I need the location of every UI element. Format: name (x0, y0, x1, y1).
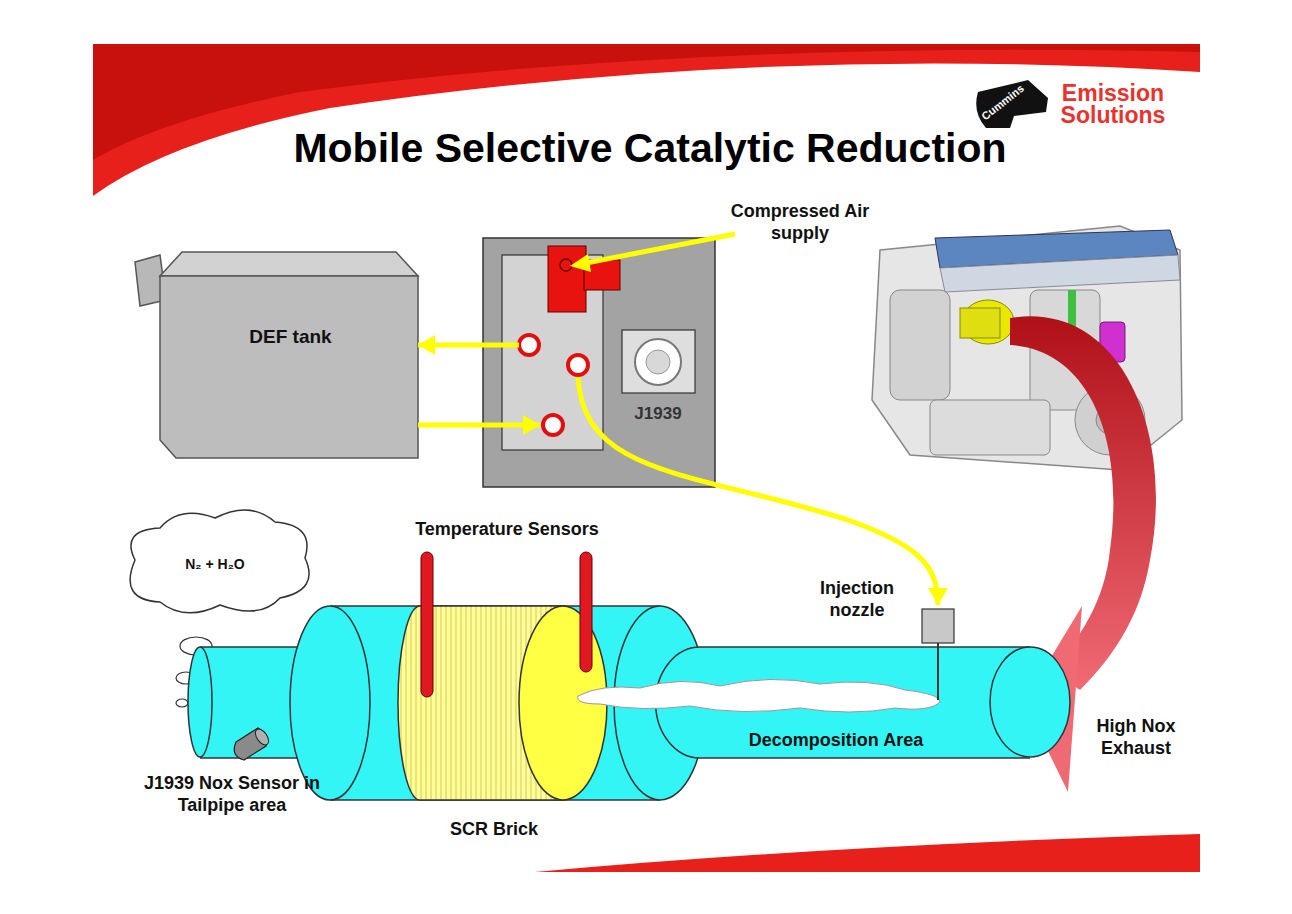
callout-label: Temperature Sensors (376, 519, 638, 541)
flow-arrow (418, 335, 519, 355)
def-tank-label: DEF tank (218, 326, 363, 349)
slide-title: Mobile Selective Catalytic Reduction (150, 124, 1150, 173)
exhaust-canister-part (420, 605, 565, 607)
def-tank: DEF tank (160, 252, 418, 458)
flow-arrow (418, 415, 540, 435)
exhaust-flow-arrow-part (1010, 316, 1156, 690)
footer-band-part (535, 834, 1200, 872)
flow-line (578, 377, 938, 605)
def-tank-shape (135, 252, 418, 458)
dosing-module (483, 238, 715, 487)
injection-nozzle-part (922, 609, 954, 643)
exhaust-canister (188, 606, 1070, 800)
thought-cloud-part (176, 699, 188, 707)
injection-nozzle-part (937, 643, 939, 700)
callout-label: Injection nozzle (804, 578, 910, 621)
exhaust-canister-part (188, 647, 212, 757)
exhaust-canister-part (330, 799, 660, 801)
exhaust-canister-part (420, 799, 565, 801)
dosing-module-part (519, 335, 539, 355)
brand-name: Emission Solutions (1050, 82, 1176, 126)
dosing-module-part (543, 415, 563, 435)
def-tank-shape-part (160, 252, 418, 276)
engine-part (930, 400, 1050, 455)
callout-label: High Nox Exhaust (1084, 716, 1188, 759)
nox-sensor-part (253, 727, 272, 747)
header-band-part (93, 44, 1200, 196)
air-supply-arrow (570, 234, 735, 272)
temperature-sensor-rods (421, 552, 592, 697)
flow-line (418, 423, 540, 428)
arrow-head (523, 415, 540, 435)
arrow-head (928, 588, 948, 605)
callout-label: Compressed Air supply (730, 201, 870, 244)
temperature-sensor-rods-part (421, 552, 433, 697)
def-tank-shape-part (160, 276, 418, 458)
thought-cloud-part (130, 510, 309, 613)
exhaust-canister-part (398, 606, 420, 800)
brand-logo-text: Cummins (975, 79, 1030, 126)
decomposition-pipe: Decomposition Area (655, 647, 1030, 759)
callout-label: J1939 Nox Sensor in Tailpipe area (140, 773, 324, 816)
flow-arrow (578, 377, 948, 605)
exhaust-canister-part (700, 757, 1030, 759)
exhaust-canister-part (990, 647, 1070, 757)
output-cloud: N₂ + H₂O (115, 518, 315, 613)
arrow-head (418, 335, 435, 355)
dosing-module-part (568, 355, 588, 375)
dosing-module-part (622, 330, 695, 393)
dosing-module-part (560, 259, 572, 271)
dosing-module-part (646, 350, 670, 374)
dosing-module-part (635, 339, 681, 385)
temperature-sensor-rods-part (580, 552, 592, 672)
dosing-module-label: J1939 (610, 404, 706, 424)
urea-spray (578, 679, 940, 712)
dosing-module-part (548, 246, 586, 312)
decomposition-pipe-label: Decomposition Area (721, 730, 951, 752)
part-name: SCR Brick (424, 819, 564, 841)
footer-band (535, 834, 1200, 872)
urea-spray-part (578, 679, 940, 712)
exhaust-canister-part (290, 606, 370, 800)
dosing-module-part (483, 238, 715, 487)
header-band (93, 44, 1200, 196)
dosing-module: J1939 (483, 238, 715, 487)
nox-sensor (234, 727, 271, 760)
engine-part (940, 255, 1180, 292)
air-supply-arrow-part (586, 234, 735, 263)
air-supply-arrow-part (570, 254, 591, 272)
exhaust-canister-part (700, 646, 1030, 648)
exhaust-canister-part (330, 605, 660, 607)
injection-nozzle (922, 609, 954, 700)
engine-part (960, 308, 1000, 338)
engine-part (890, 290, 950, 400)
output-cloud-label: N₂ + H₂O (145, 556, 285, 573)
